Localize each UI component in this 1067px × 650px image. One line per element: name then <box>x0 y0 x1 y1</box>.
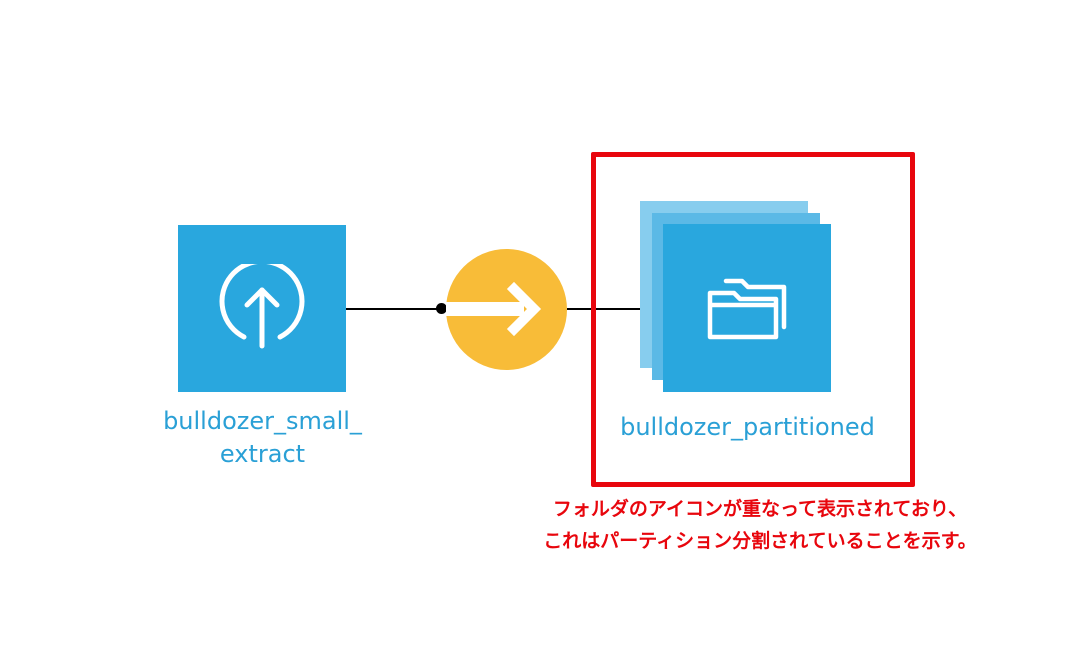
source-label-line1: bulldozer_small_ <box>163 407 362 435</box>
partitioned-dataset-label[interactable]: bulldozer_partitioned <box>620 413 875 441</box>
source-label-line2: extract <box>219 440 306 468</box>
annotation-text: フォルダのアイコンが重なって表示されており、 これはパーティション分割されている… <box>520 493 1000 557</box>
recipe-node[interactable] <box>446 249 567 370</box>
highlight-box <box>591 152 915 487</box>
annotation-line1: フォルダのアイコンが重なって表示されており、 <box>552 498 968 520</box>
folders-icon <box>707 278 787 340</box>
connector-recipe-output <box>567 308 663 310</box>
dataset-node-partitioned[interactable] <box>663 224 831 392</box>
upload-circle-icon <box>219 263 305 348</box>
annotation-line2: これはパーティション分割されていることを示す。 <box>543 530 977 552</box>
connector-input-dot <box>436 303 447 314</box>
source-dataset-label[interactable]: bulldozer_small_ extract <box>150 405 375 471</box>
dataset-node-source[interactable] <box>178 225 346 392</box>
connector-source-recipe <box>346 308 446 310</box>
arrow-right-icon <box>446 281 542 337</box>
